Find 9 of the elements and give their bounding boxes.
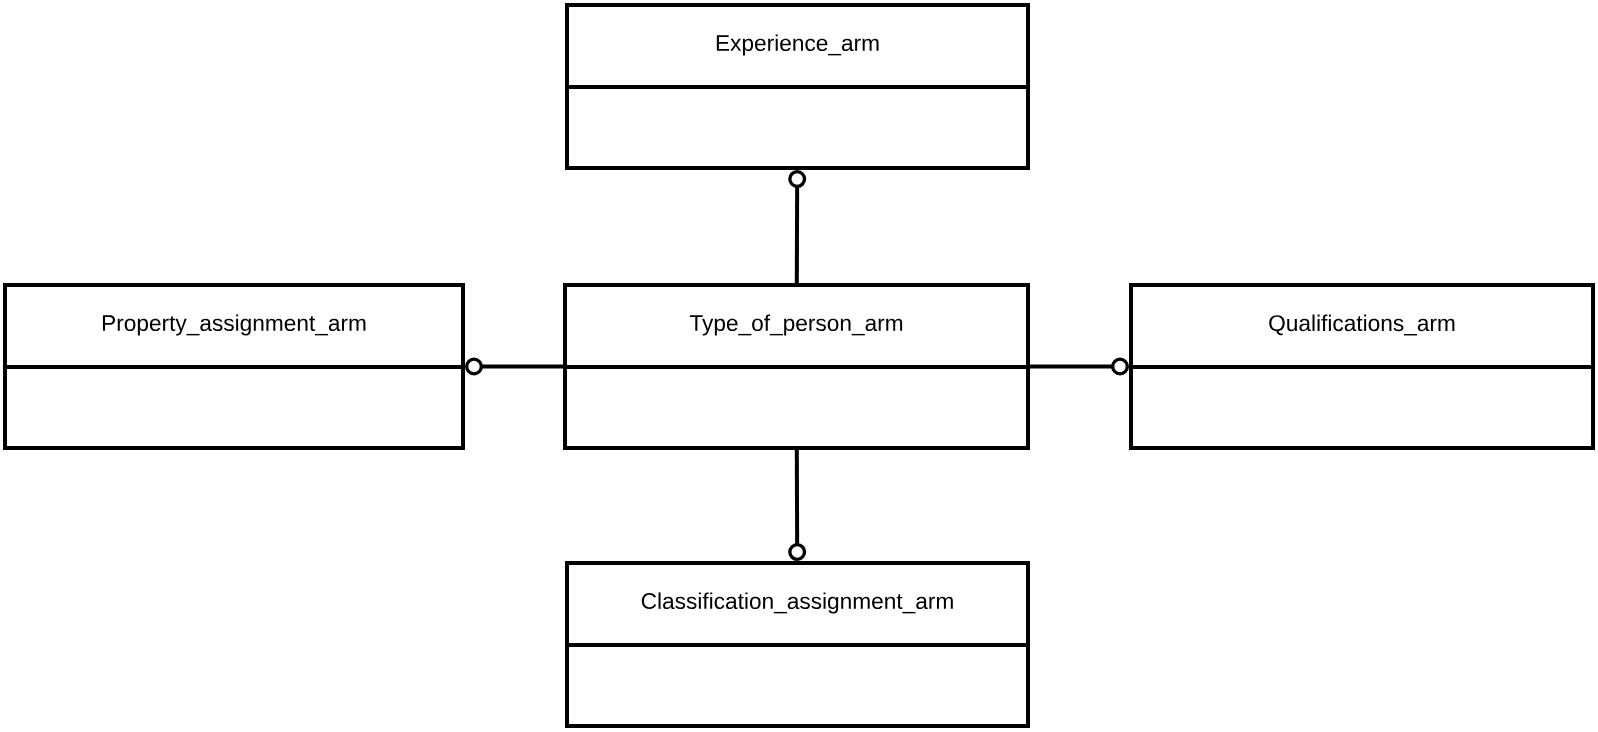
class-box: Qualifications_arm: [1129, 283, 1595, 450]
class-box: Property_assignment_arm: [3, 283, 465, 450]
class-box: Type_of_person_arm: [563, 283, 1030, 450]
class-box: Experience_arm: [565, 3, 1030, 170]
connector-line: [1030, 357, 1129, 376]
connector-line: [465, 357, 563, 376]
connector-line: [788, 170, 807, 283]
class-box: Classification_assignment_arm: [565, 561, 1030, 728]
connector-line: [788, 450, 807, 561]
